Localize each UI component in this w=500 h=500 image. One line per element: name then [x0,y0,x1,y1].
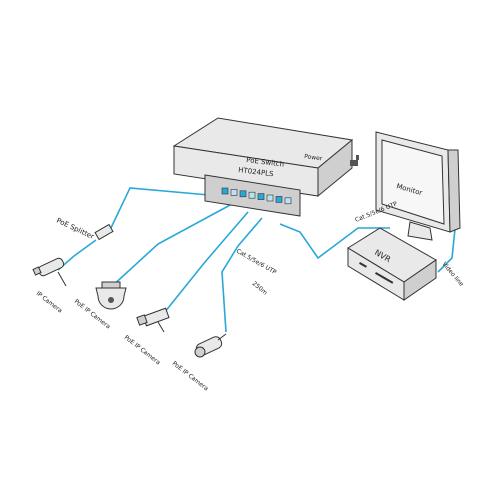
switch-port [230,189,238,196]
power-label: Power [304,153,323,163]
monitor: Monitor [375,131,461,241]
poe-switch: PoE Switch HT024PLS Power [172,117,359,217]
cable-switch-to-box-camera [159,211,249,319]
cable-switch-to-bullet-camera [221,217,263,333]
switch-port [257,193,265,200]
power-plug-icon [350,155,359,166]
cable-switch-to-dome-camera [109,203,233,289]
switch-port [284,197,292,205]
bullet-camera-icon [32,257,67,287]
nvr: NVR [347,227,437,301]
dome-camera-icon [95,281,127,310]
switch-port [266,194,274,202]
switch-ports [221,187,292,205]
cable-switch-to-nvr [279,223,390,260]
cable-label-distance: 250m [251,280,269,297]
cables [57,161,459,333]
camera-label-3: PoE IP Camera [123,334,162,367]
switch-port [248,191,256,199]
splitter-label: PoE Splitter [55,217,95,241]
camera-label-4: PoE IP Camera [171,360,210,393]
box-camera-icon [136,307,170,333]
camera-label-1: IP Camera [35,290,64,315]
cable-label-camera-link: Cat.5/5e/6 UTP [235,248,278,277]
switch-port [221,187,229,195]
switch-port [239,190,247,198]
switch-port [275,196,283,203]
cable-label-video-line: Video line [440,261,465,288]
poe-splitter: PoE Splitter [55,217,114,241]
cable-switch-to-splitter [109,187,221,231]
bullet-camera-icon [194,333,227,358]
